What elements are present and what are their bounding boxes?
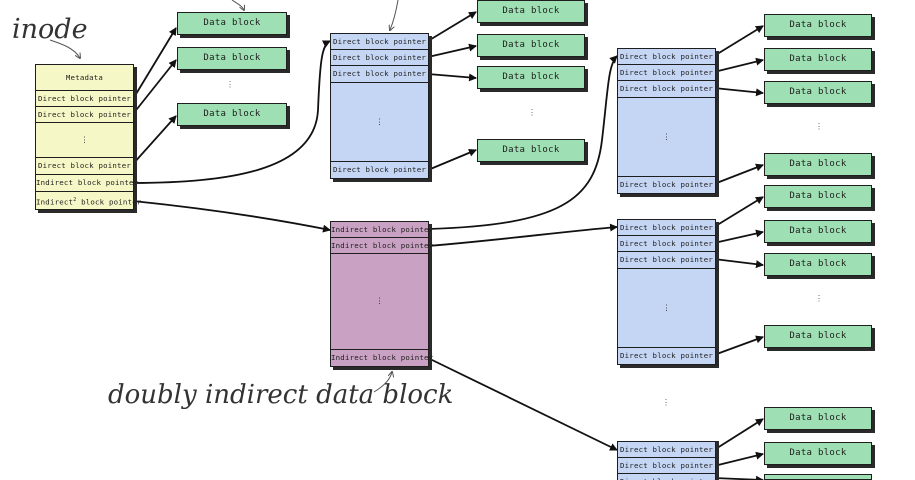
- data-block: Data block: [177, 103, 287, 126]
- direct-pointer: Direct block pointer: [618, 81, 715, 98]
- direct-pointer: Direct block pointer: [618, 236, 715, 252]
- inode-label: inode: [12, 14, 88, 45]
- arrow-r1-d3: [713, 87, 764, 97]
- arrow-mid-direct2: [427, 43, 477, 58]
- data-block: Data block: [477, 0, 585, 23]
- data-block: Data block: [764, 325, 872, 348]
- doubly-indirect-block: Indirect block pointer Indirect block po…: [330, 221, 434, 367]
- block-dots: ⋮: [331, 254, 428, 350]
- data-block: Data block: [477, 139, 585, 162]
- data-block: Data block: [477, 34, 585, 57]
- arrow-r2-d3: [713, 258, 764, 269]
- arrow-inode-indirect2: [132, 200, 331, 233]
- right-indirect-block-3: Direct block pointer Direct block pointe…: [617, 441, 716, 480]
- inode-direct-pointer-1: Direct block pointer: [36, 91, 133, 107]
- inode-block: Metadata Direct block pointer Direct blo…: [35, 64, 141, 210]
- arrow-inode-direct1: [132, 27, 177, 100]
- data-block: Data block: [177, 12, 287, 35]
- data-block: Data block: [764, 153, 872, 176]
- annotation-arrow-top-mid: [390, 0, 399, 30]
- single-indirect-block: Direct block pointer Direct block pointe…: [330, 33, 429, 179]
- arrow-r1-d4: [713, 163, 764, 185]
- direct-pointer: Direct block pointer: [618, 220, 715, 236]
- direct-pointer: Direct block pointer: [618, 474, 715, 480]
- block-dots: ⋮: [618, 269, 715, 348]
- direct-pointer: Direct block pointer: [618, 65, 715, 81]
- arrow-r2-d1: [713, 196, 764, 228]
- block-dots: ⋮: [331, 83, 428, 162]
- direct-pointer: Direct block pointer: [620, 351, 713, 360]
- direct-pointer: Direct block pointer: [331, 66, 428, 83]
- direct-pointer: Direct block pointer: [620, 180, 713, 189]
- arrow-mid-direct1: [427, 11, 477, 42]
- direct-pointer: Direct block pointer: [333, 165, 426, 174]
- annotation-arrow-top-left: [231, 0, 244, 10]
- arrow-inode-indirect: [132, 40, 331, 184]
- arrow-mid-direct3: [427, 73, 477, 82]
- data-block: Data block: [764, 14, 872, 37]
- data-block: Data block: [764, 442, 872, 465]
- indirect2-superscript: 2: [73, 197, 77, 203]
- direct-pointer: Direct block pointer: [618, 458, 715, 474]
- arrow-r2-d4: [713, 335, 764, 356]
- arrow-pink-ind2: [427, 223, 618, 247]
- arrow-pink-ind1: [427, 55, 618, 230]
- annotation-arrow-inode: [49, 39, 80, 58]
- data-block: Data block: [764, 253, 872, 276]
- inode-dots: ⋮: [36, 123, 133, 158]
- direct-pointer: Direct block pointer: [331, 34, 428, 50]
- arrow-inode-direct2: [132, 59, 177, 115]
- data-block: Data block: [477, 66, 585, 89]
- vertical-dots: ⋮: [815, 294, 823, 303]
- vertical-dots: ⋮: [226, 80, 234, 89]
- inode-indirect-pointer: Indirect block pointer: [36, 175, 138, 192]
- direct-pointer: Direct block pointer: [618, 442, 715, 458]
- arrow-r1-d1: [713, 25, 764, 57]
- block-dots: ⋮: [618, 98, 715, 177]
- direct-pointer: Direct block pointer: [331, 50, 428, 66]
- direct-pointer: Direct block pointer: [618, 49, 715, 65]
- annotation-arrow-doubly: [373, 372, 392, 393]
- arrow-r3-d2: [713, 451, 764, 467]
- indirect-pointer: Indirect block pointer: [331, 353, 434, 362]
- data-block: Data block: [764, 185, 872, 208]
- data-block: Data block: [177, 47, 287, 70]
- data-block: Data block: [764, 407, 872, 430]
- indirect-pointer: Indirect block pointer: [331, 238, 433, 254]
- arrow-r3-d1: [713, 418, 764, 451]
- data-block: Data block: [764, 48, 872, 71]
- data-block: Data block: [764, 220, 872, 243]
- arrow-pink-ind-last: [427, 357, 618, 451]
- right-indirect-block-2: Direct block pointer Direct block pointe…: [617, 219, 716, 365]
- arrow-r2-d2: [713, 229, 764, 244]
- inode-doubly-indirect-pointer: Indirect2 block pointer: [36, 192, 141, 209]
- arrow-r1-d2: [713, 57, 764, 73]
- indirect2-prefix: Indirect: [36, 197, 74, 207]
- vertical-dots: ⋮: [815, 122, 823, 131]
- inode-direct-pointer-3: Direct block pointer: [36, 158, 133, 175]
- indirect-pointer: Indirect block pointer: [331, 222, 433, 238]
- right-indirect-block-1: Direct block pointer Direct block pointe…: [617, 48, 716, 194]
- data-block: Data block: [764, 81, 872, 104]
- arrow-mid-direct-last: [427, 149, 477, 171]
- inode-metadata: Metadata: [36, 65, 133, 91]
- indirect2-suffix: block pointer: [76, 197, 142, 207]
- inode-direct-pointer-2: Direct block pointer: [36, 107, 133, 123]
- direct-pointer: Direct block pointer: [618, 252, 715, 269]
- data-block-partial: [764, 474, 872, 480]
- vertical-dots: ⋮: [528, 108, 536, 117]
- vertical-dots: ⋮: [662, 398, 670, 407]
- doubly-indirect-label: doubly indirect data block: [108, 380, 454, 410]
- arrow-inode-direct3: [132, 115, 177, 165]
